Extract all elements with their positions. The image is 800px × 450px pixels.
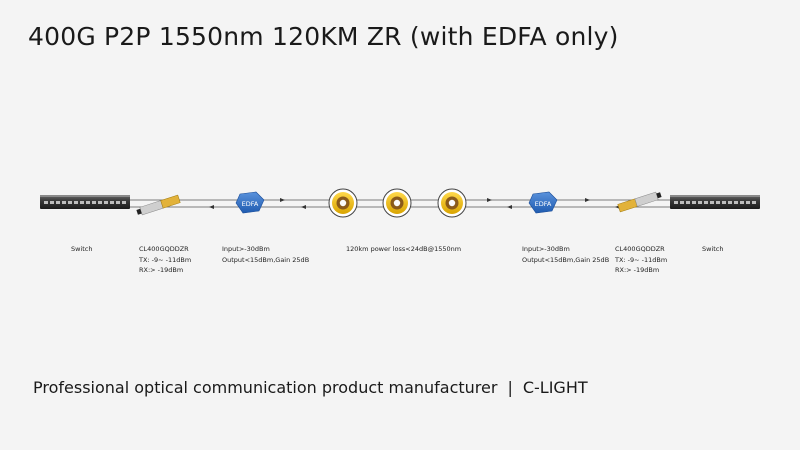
fiber-spool-icon xyxy=(382,188,412,218)
network-switch-icon xyxy=(670,195,760,209)
company-line: Professional optical communication produ… xyxy=(33,378,498,397)
left-module-name: CL400GQDDZR xyxy=(139,245,189,253)
left-edfa-output: Output<15dBm,Gain 25dB xyxy=(222,255,310,264)
right-edfa-spec: Input>-30dBm Output<15dBm,Gain 25dB xyxy=(522,244,609,265)
edfa-amplifier-icon: EDFA xyxy=(528,191,558,214)
right-switch-label: Switch xyxy=(702,245,724,253)
edfa-amplifier-icon: EDFA xyxy=(235,191,265,214)
arrow-right-icon xyxy=(585,198,590,202)
left-module-rx: RX:> -19dBm xyxy=(139,266,184,274)
edfa-badge: EDFA xyxy=(535,200,552,208)
transceiver-module-icon xyxy=(617,191,662,213)
right-module-spec: CL400GQDDZR TX: -9~ -11dBm RX:> -19dBm xyxy=(615,244,667,276)
arrow-left-icon xyxy=(209,205,214,209)
right-module-tx: TX: -9~ -11dBm xyxy=(615,255,668,264)
left-switch-label: Switch xyxy=(71,245,93,253)
transceiver-module-icon xyxy=(136,194,181,216)
left-module-tx: TX: -9~ -11dBm xyxy=(139,255,192,264)
footer-separator: | xyxy=(507,378,513,397)
right-module-rx: RX:> -19dBm xyxy=(615,266,660,274)
right-edfa-output: Output<15dBm,Gain 25dB xyxy=(522,255,610,264)
left-module-spec: CL400GQDDZR TX: -9~ -11dBm RX:> -19dBm xyxy=(139,244,191,276)
arrow-left-icon xyxy=(507,205,512,209)
arrow-right-icon xyxy=(280,198,285,202)
left-edfa-spec: Input>-30dBm Output<15dBm,Gain 25dB xyxy=(222,244,309,265)
arrow-left-icon xyxy=(301,205,306,209)
link-diagram: EDFA EDFA xyxy=(40,188,760,218)
right-edfa-input: Input>-30dBm xyxy=(522,245,570,253)
fiber-loss-label: 120km power loss<24dB@1550nm xyxy=(346,245,462,253)
fiber-spool-icon xyxy=(437,188,467,218)
right-module-name: CL400GQDDZR xyxy=(615,245,665,253)
page-title: 400G P2P 1550nm 120KM ZR (with EDFA only… xyxy=(28,22,619,51)
left-edfa-input: Input>-30dBm xyxy=(222,245,270,253)
brand-name: C-LIGHT xyxy=(522,378,588,397)
network-switch-icon xyxy=(40,195,130,209)
footer-tagline: Professional optical communication produ… xyxy=(33,378,588,397)
arrow-right-icon xyxy=(487,198,492,202)
fiber-spool-icon xyxy=(328,188,358,218)
edfa-badge: EDFA xyxy=(242,200,259,208)
